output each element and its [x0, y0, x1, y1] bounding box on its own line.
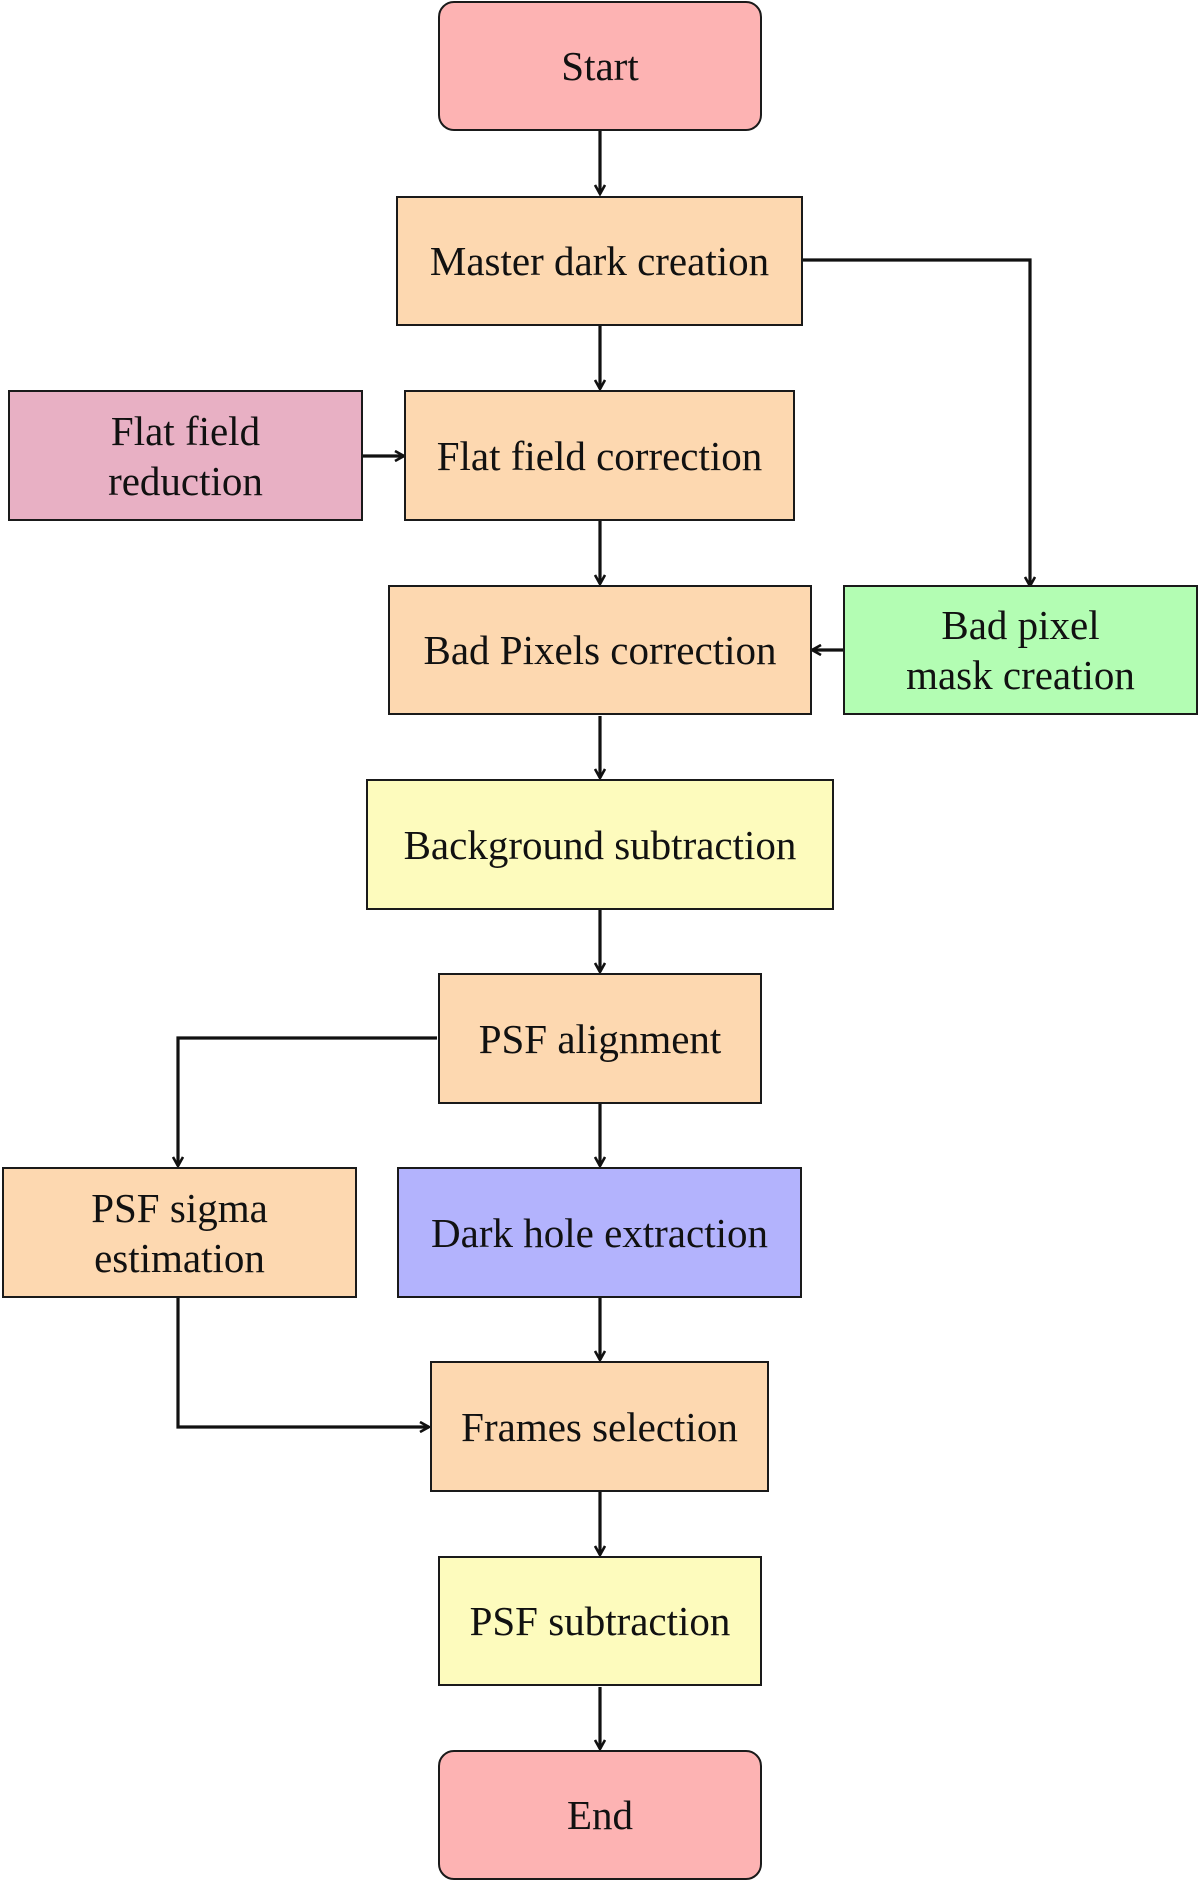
end-node: End — [438, 1750, 762, 1880]
start-node: Start — [438, 1, 762, 131]
edge-psf-sigma-to-frames-selection — [176, 1298, 429, 1427]
edge-master-dark-to-bad-pixel-mask — [802, 258, 1030, 586]
dark-hole-extraction-node: Dark hole extraction — [397, 1167, 802, 1298]
frames-selection-node: Frames selection — [430, 1361, 769, 1492]
psf-sigma-estimation-node: PSF sigma estimation — [2, 1167, 357, 1298]
psf-subtraction-node: PSF subtraction — [438, 1556, 762, 1686]
flat-field-correction-node: Flat field correction — [404, 390, 795, 521]
background-subtraction-node: Background subtraction — [366, 779, 834, 910]
bad-pixels-correction-node: Bad Pixels correction — [388, 585, 812, 715]
psf-alignment-node: PSF alignment — [438, 973, 762, 1104]
edge-psf-alignment-to-psf-sigma — [178, 1036, 437, 1166]
flat-field-reduction-node: Flat field reduction — [8, 390, 363, 521]
bad-pixel-mask-creation-node: Bad pixel mask creation — [843, 585, 1198, 715]
master-dark-creation-node: Master dark creation — [396, 196, 803, 326]
